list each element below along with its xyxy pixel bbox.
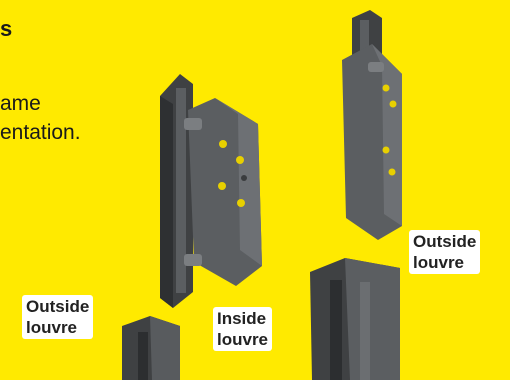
label-line: Inside xyxy=(217,308,268,329)
label-line: louvre xyxy=(413,252,476,273)
outside-louvre-label-right: Outside louvre xyxy=(409,230,480,274)
inside-louvre-label: Inside louvre xyxy=(213,307,272,351)
label-line: Outside xyxy=(413,231,476,252)
right-post xyxy=(310,258,400,380)
right-bracket-plate xyxy=(342,44,402,240)
label-line: Outside xyxy=(26,296,89,317)
outside-louvre-label-left: Outside louvre xyxy=(22,295,93,339)
label-line: louvre xyxy=(217,329,268,350)
label-line: louvre xyxy=(26,317,89,338)
left-post xyxy=(122,316,180,380)
left-bracket-plate xyxy=(184,98,262,286)
left-channel xyxy=(160,74,193,308)
